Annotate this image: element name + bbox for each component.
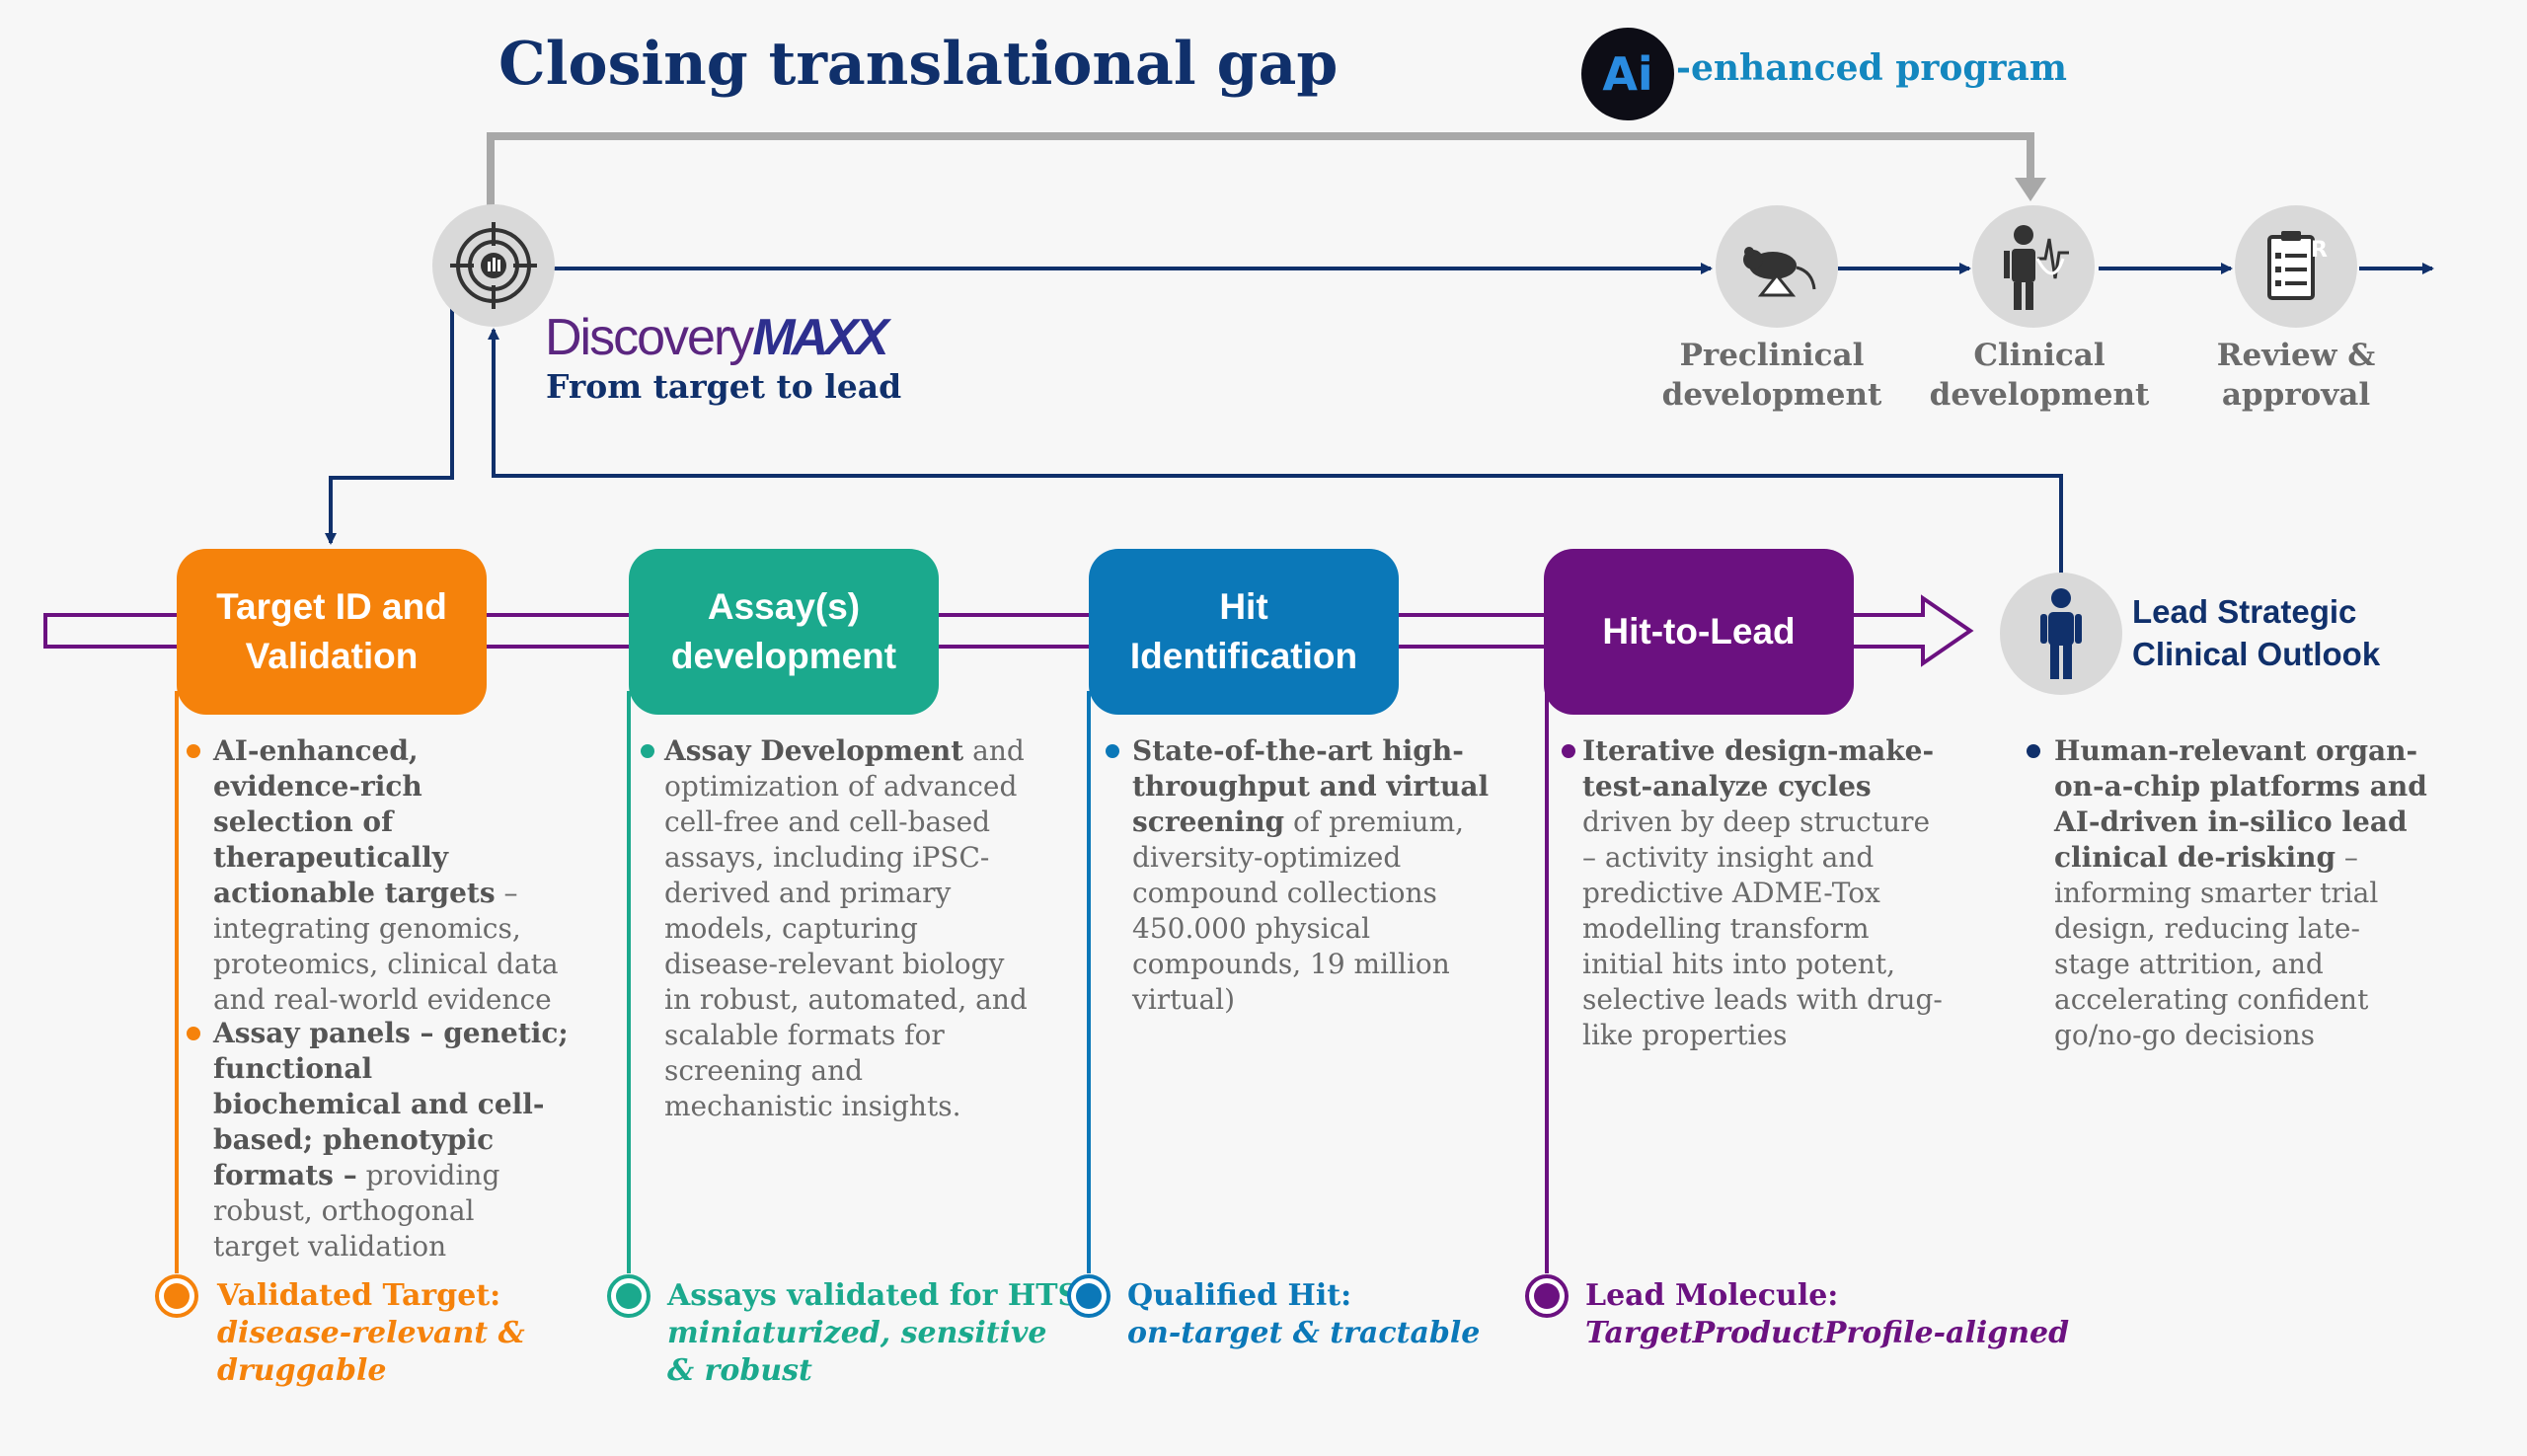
target-description-2: Assay panels – genetic; functional bioch… — [213, 1017, 569, 1263]
bullet-dot — [1106, 744, 1119, 758]
outcome-marker — [607, 1274, 651, 1318]
stage-hit-to-lead: Hit-to-Lead — [1544, 549, 1854, 715]
bullet-dot — [2027, 744, 2040, 758]
ai-program-label: -enhanced program — [1676, 47, 2067, 89]
hit-description: State-of-the-art high-throughput and vir… — [1132, 734, 1490, 1016]
prescription-icon: R — [2235, 205, 2357, 328]
outcome-assays-validated: Assays validated for HTS:miniaturized, s… — [667, 1278, 1091, 1388]
rat-icon — [1716, 205, 1838, 328]
svg-text:R: R — [2311, 238, 2328, 263]
assay-description: Assay Development and optimization of ad… — [664, 734, 1028, 1122]
lead-feedback-arrow — [488, 328, 2063, 578]
brand-subtitle: From target to lead — [546, 367, 902, 406]
bullet-dot — [641, 744, 654, 758]
lead-description: Human-relevant organ-on-a-chip platforms… — [2054, 734, 2427, 1051]
bullet-dot — [187, 1027, 200, 1040]
phase-label-review: Review &approval — [2216, 338, 2376, 413]
page-title: Closing translational gap — [498, 30, 1339, 99]
outcome-marker — [1067, 1274, 1110, 1318]
hit-to-lead-description: Iterative design-make-test-analyze cycle… — [1582, 734, 1943, 1051]
target-crosshair-icon — [432, 204, 555, 327]
outcome-marker — [1525, 1274, 1569, 1318]
outcome-lead-molecule: Lead Molecule:TargetProductProfile-align… — [1585, 1278, 2070, 1350]
outcome-validated-target: Validated Target:disease-relevant &drugg… — [217, 1278, 525, 1388]
person-icon — [2000, 573, 2122, 695]
stage-assay-development: Assay(s)development — [629, 549, 939, 715]
brand-logo: DiscoveryMAXX — [545, 309, 889, 366]
bullet-dot — [1562, 744, 1575, 758]
target-description-1: AI-enhanced, evidence-rich selection of … — [213, 734, 559, 1016]
doctor-icon — [1972, 205, 2095, 328]
target-down-arrow — [325, 306, 454, 545]
outcome-marker — [155, 1274, 198, 1318]
bullet-dot — [187, 744, 200, 758]
ai-logo-badge: Ai — [1581, 28, 1674, 120]
ai-bypass-arrow — [487, 132, 2034, 207]
outcome-qualified-hit: Qualified Hit:on-target & tractable — [1127, 1278, 1481, 1350]
